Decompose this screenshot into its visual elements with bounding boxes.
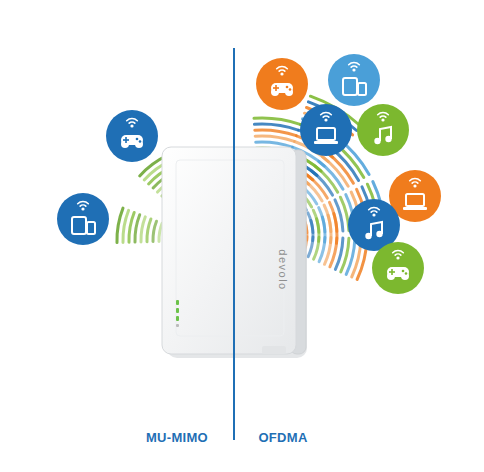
divider-line (233, 48, 235, 440)
wifi-arc (395, 254, 401, 255)
phone-symbol (358, 83, 366, 95)
gamepad-button (139, 140, 142, 143)
gamepad-dpad (275, 85, 277, 91)
tablet-symbol (72, 217, 86, 234)
device-notch (262, 346, 286, 354)
device-icon (300, 104, 352, 156)
signal-beam (335, 238, 343, 269)
signal-beam (147, 219, 151, 242)
wifi-arc (412, 182, 418, 183)
wifi-dot (381, 118, 384, 121)
signal-beam (308, 176, 328, 199)
signal-beam (330, 238, 337, 267)
wifi-dot (324, 118, 327, 121)
gamepad-button (289, 88, 292, 91)
wifi-arc (410, 178, 421, 180)
signal-beam (255, 130, 296, 136)
gamepad-button (136, 138, 139, 141)
wifi-arc (80, 205, 86, 206)
signal-beam (319, 237, 325, 261)
signal-beam (325, 238, 332, 265)
signal-beam (308, 237, 313, 257)
signal-beam (254, 124, 298, 130)
signal-beam (256, 142, 293, 147)
device-icon (57, 193, 109, 245)
device-icon (328, 54, 380, 106)
device-front (162, 147, 296, 354)
wifi-arc (369, 208, 380, 210)
wifi-arc (378, 113, 389, 115)
laptop-symbol (314, 141, 338, 144)
phone-symbol (87, 222, 95, 234)
music-symbol (374, 138, 380, 144)
tablet-symbol (343, 78, 357, 95)
music-symbol (376, 231, 382, 237)
wifi-dot (352, 68, 355, 71)
wifi-dot (81, 207, 84, 210)
gamepad-dpad (391, 269, 393, 275)
wifi-arc (279, 70, 285, 71)
gamepad-symbol (121, 140, 129, 148)
wifi-arc (351, 66, 357, 67)
wifi-arc (321, 112, 332, 114)
wifi-dot (396, 256, 399, 259)
status-led (176, 324, 179, 327)
signal-beam (117, 208, 123, 243)
wifi-dot (280, 72, 283, 75)
gamepad-symbol (285, 88, 293, 96)
signal-beam (129, 213, 134, 243)
status-led (176, 308, 179, 313)
signal-beam (311, 171, 332, 195)
device-icon (372, 242, 424, 294)
wifi-dot (413, 184, 416, 187)
laptop-symbol (406, 194, 424, 206)
gamepad-dpad (125, 137, 127, 143)
music-symbol (365, 233, 371, 239)
signal-beam (254, 118, 300, 124)
wifi-arc (323, 116, 329, 117)
status-led (176, 300, 179, 305)
music-symbol (385, 136, 391, 142)
wifi-dot (130, 124, 133, 127)
wifi-arc (380, 116, 386, 117)
signal-beam (314, 237, 319, 259)
device-icon (106, 110, 158, 162)
signal-beam (255, 136, 294, 141)
device-panel (176, 160, 284, 336)
signal-beam (141, 217, 145, 242)
gamepad-symbol (401, 272, 409, 280)
wifi-arc (371, 211, 377, 212)
brand-label: devolo (277, 249, 289, 290)
gamepad-symbol (271, 88, 279, 96)
wifi-arc (393, 251, 404, 253)
wifi-dot (372, 213, 375, 216)
gamepad-button (405, 272, 408, 275)
wifi-arc (127, 119, 138, 121)
signal-beam (315, 166, 338, 192)
laptop-symbol (403, 207, 427, 210)
gamepad-symbol (135, 140, 143, 148)
gamepad-symbol (387, 272, 395, 280)
wifi-arc (129, 122, 135, 123)
signal-beam (123, 210, 129, 242)
wifi-arc (277, 66, 288, 68)
gamepad-button (402, 270, 405, 273)
signal-beam (341, 238, 349, 272)
mu-mimo-label: MU-MIMO (146, 430, 208, 445)
signal-beam (153, 221, 157, 241)
wifi-arc (78, 202, 89, 204)
status-led (176, 316, 179, 321)
signal-beam (135, 215, 140, 242)
device-icon (357, 104, 409, 156)
gamepad-button (286, 86, 289, 89)
wifi-arc (349, 62, 360, 64)
ofdma-label: OFDMA (258, 430, 307, 445)
device-icon (256, 58, 308, 110)
laptop-symbol (317, 128, 335, 140)
